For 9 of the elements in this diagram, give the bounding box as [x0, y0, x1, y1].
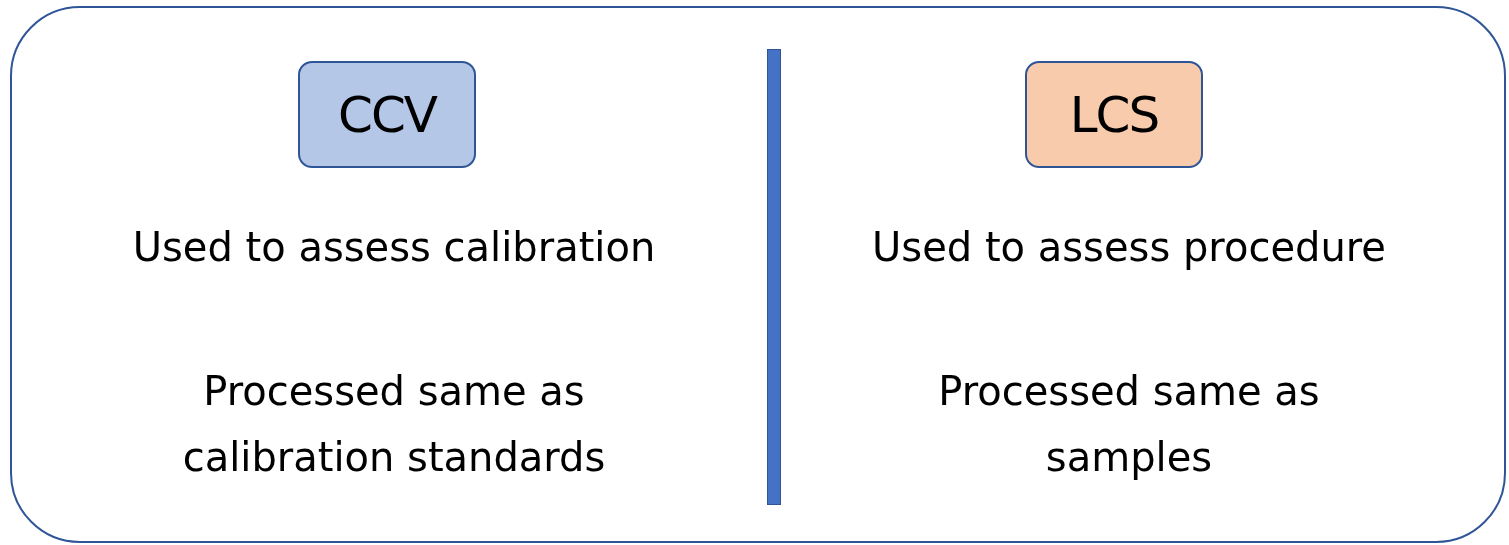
box-title: CCV: [338, 85, 436, 144]
description-text: Used to assess procedure: [871, 223, 1387, 272]
description-text: Processed same as calibration standards: [181, 367, 607, 482]
label-box: [298, 61, 476, 168]
label-box: [1025, 61, 1203, 168]
description-text: Used to assess calibration: [131, 223, 657, 272]
description-text: Processed same as samples: [937, 367, 1321, 482]
box-title: LCS: [1069, 85, 1159, 144]
divider-bar: [767, 49, 781, 505]
